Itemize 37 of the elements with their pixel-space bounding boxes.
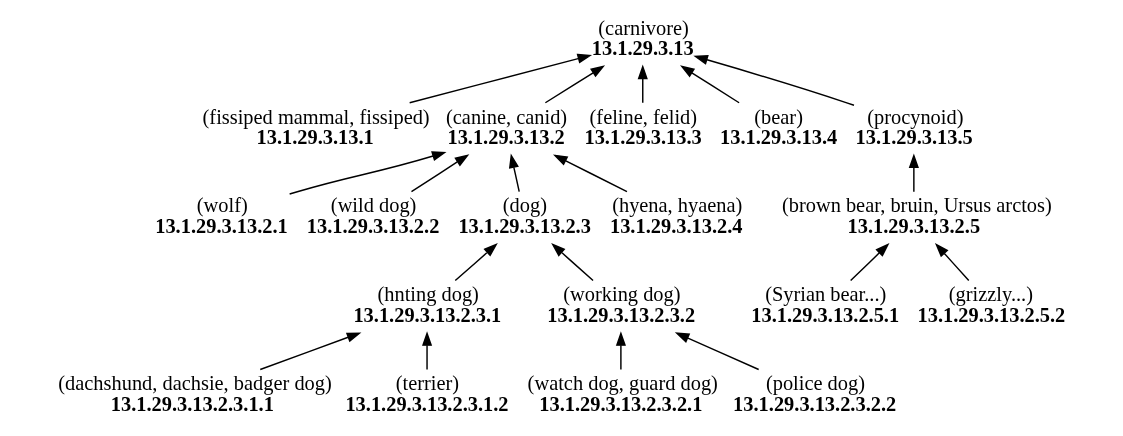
arrow: [288, 151, 447, 195]
arrow: [454, 243, 498, 282]
node-text: (hyena, hyaena) 13.1.29.3.13.2.4: [609, 194, 743, 237]
node-text: (terrier) 13.1.29.3.13.2.3.1.2: [345, 372, 509, 415]
arrow: [508, 153, 520, 193]
node-text: (feline, felid) 13.1.29.3.13.3: [584, 105, 702, 148]
node-text: (grizzly...) 13.1.29.3.13.2.5.2: [917, 283, 1066, 326]
node-text: (Syrian bear...) 13.1.29.3.13.2.5.1: [751, 283, 900, 326]
node-text: (canine, canid) 13.1.29.3.13.2: [445, 105, 568, 148]
node-text: (wild dog) 13.1.29.3.13.2.2: [306, 194, 440, 237]
node-text: (procynoid) 13.1.29.3.13.5: [855, 105, 973, 148]
arrow: [693, 55, 855, 107]
arrow: [849, 243, 890, 282]
arrow: [421, 331, 433, 371]
node-text: (brown bear, bruin, Ursus arctos) 13.1.29.3.13.2.5: [781, 194, 1052, 237]
node-text: (hnting dog) 13.1.29.3.13.2.3.1: [353, 283, 502, 326]
arrow: [408, 53, 593, 104]
node-text: (working dog) 13.1.29.3.13.2.3.2: [547, 283, 696, 326]
arrow: [544, 65, 606, 104]
node-text: (dog) 13.1.29.3.13.2.3: [458, 194, 591, 237]
arrow: [637, 64, 648, 104]
arrow: [615, 331, 626, 371]
arrow: [674, 332, 760, 371]
node-text: (carnivore) 13.1.29.3.13: [591, 16, 694, 60]
node-text: (dachshund, dachsie, badger dog) 13.1.29.3.13.2.3.1.1: [58, 372, 332, 415]
arrow: [553, 154, 628, 193]
node-text: (police dog) 13.1.29.3.13.2.3.2.2: [733, 372, 897, 415]
arrow: [934, 242, 970, 282]
arrow: [908, 153, 919, 193]
arrow: [410, 154, 470, 193]
node-text: (fissiped mammal, fissiped) 13.1.29.3.13.1: [202, 105, 430, 148]
node-text: (watch dog, guard dog) 13.1.29.3.13.2.3.2.1: [527, 372, 718, 415]
node-text: (bear) 13.1.29.3.13.4: [720, 105, 838, 148]
arrow: [551, 243, 594, 282]
node-text: (wolf) 13.1.29.3.13.2.1: [155, 194, 288, 237]
arrow: [680, 65, 740, 104]
arrow: [259, 332, 362, 371]
